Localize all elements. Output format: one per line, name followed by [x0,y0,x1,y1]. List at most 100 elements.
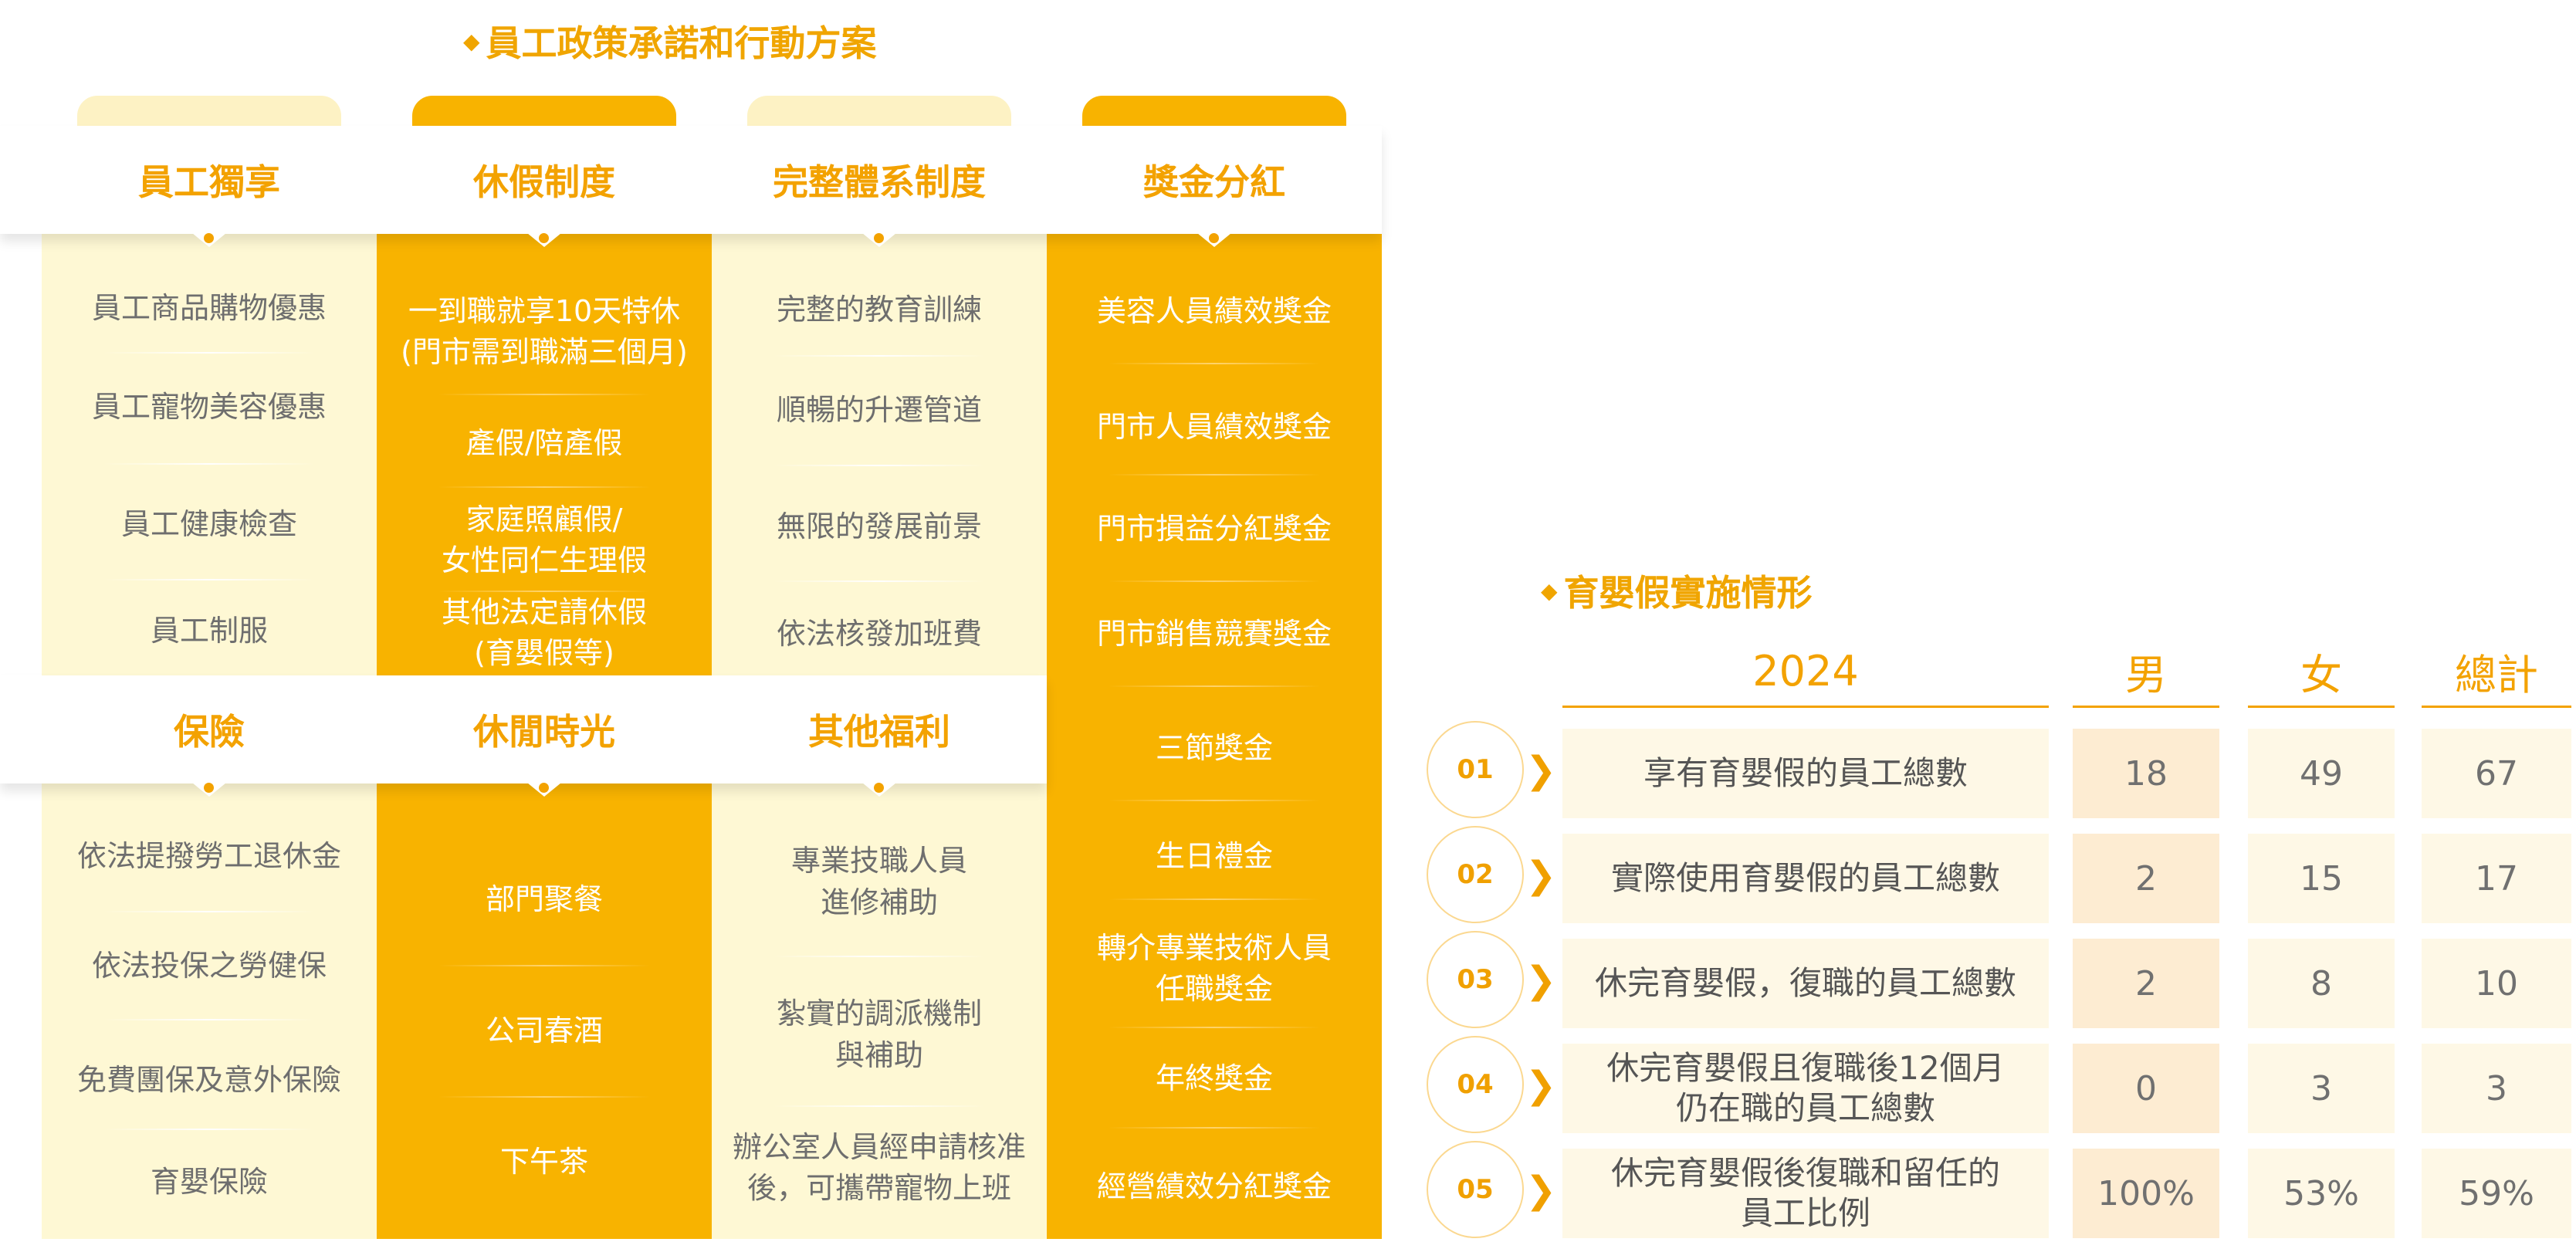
header-year: 2024 [1752,646,1859,695]
dot-marker [874,783,884,793]
row-label: 休完育嬰假後復職和留任的員工比例 [1562,1149,2049,1238]
row-label: 休完育嬰假，復職的員工總數 [1562,939,2049,1028]
row-label: 實際使用育嬰假的員工總數 [1562,834,2049,923]
list-item: 三節獎金 [1155,731,1273,766]
list-item: 產假/陪產假 [465,426,623,461]
list-item: 門市銷售競賽獎金 [1096,617,1332,651]
header-underline [1562,706,2049,708]
list-item: 依法提撥勞工退休金 [76,839,341,874]
cell-male: 18 [2073,729,2219,818]
separator [438,486,650,488]
list-item: 順暢的升遷管道 [776,393,982,428]
dot-marker [1209,233,1219,243]
list-item: 辦公室人員經申請核准後，可攜帶寵物上班 [732,1129,1026,1205]
header-female: 女 [2300,650,2342,699]
list-item: 下午茶 [499,1145,588,1179]
header-male: 男 [2125,650,2167,699]
dot-marker [874,233,884,243]
list-item: 生日禮金 [1155,839,1273,874]
separator [103,1129,315,1130]
separator [1109,800,1320,801]
separator [438,591,650,592]
list-item: 轉介專業技術人員任職獎金 [1096,930,1332,1006]
dot-marker [539,233,549,243]
diamond-bullet-icon: ◆ [463,28,480,54]
dot-marker [204,783,214,793]
separator [773,580,985,582]
separator [103,579,315,580]
heading-other-benefits: 其他福利 [808,711,950,753]
cell-female: 53% [2248,1149,2395,1238]
cell-female: 3 [2248,1044,2395,1133]
separator [1109,1027,1320,1028]
row-label: 休完育嬰假且復職後12個月仍在職的員工總數 [1562,1044,2049,1133]
row-number-badge: 05 [1427,1141,1524,1238]
separator [773,956,985,957]
row-label: 享有育嬰假的員工總數 [1562,729,2049,818]
cell-total: 59% [2422,1149,2571,1238]
separator [1109,580,1320,582]
list-item: 公司春酒 [485,1014,603,1048]
chevron-right-icon: ❯ [1525,1169,1557,1212]
row-number-badge: 02 [1427,826,1524,923]
separator [438,394,650,395]
list-item: 年終獎金 [1155,1061,1273,1096]
list-item: 依法核發加班費 [776,617,982,651]
header-underline [2073,706,2219,708]
list-item: 一到職就享10天特休(門市需到職滿三個月) [401,293,688,369]
cell-female: 49 [2248,729,2395,818]
header-band-bottom [0,675,1047,783]
row-number-badge: 03 [1427,931,1524,1028]
list-item: 員工寵物美容優惠 [91,390,327,425]
heading-bonus: 獎金分紅 [1143,161,1285,203]
column-bg [42,780,377,1239]
separator [1109,474,1320,476]
separator [103,1019,315,1020]
list-item: 部門聚餐 [485,882,603,917]
separator [1109,899,1320,900]
list-item: 員工制服 [150,614,268,648]
heading-insurance: 保險 [174,711,245,753]
separator [1109,1127,1320,1129]
column-bg [712,232,1047,675]
column-bg [377,780,712,1239]
cell-male: 0 [2073,1044,2219,1133]
separator [103,463,315,465]
parental-leave-section-title: ◆ 育嬰假實施情形 [1541,565,1813,616]
cell-female: 15 [2248,834,2395,923]
list-item: 依法投保之勞健保 [91,949,327,983]
cell-female: 8 [2248,939,2395,1028]
cell-male: 2 [2073,939,2219,1028]
list-item: 經營績效分紅獎金 [1096,1169,1332,1204]
header-total: 總計 [2455,650,2538,699]
list-item: 專業技職人員進修補助 [790,844,967,919]
list-item: 家庭照顧假/女性同仁生理假 [441,502,647,577]
separator [103,352,315,354]
heading-leisure: 休閒時光 [473,711,615,753]
heading-complete-system: 完整體系制度 [773,161,986,203]
column-bg-bonus [1047,232,1382,1239]
list-item: 員工商品購物優惠 [91,291,327,326]
header-underline [2248,706,2395,708]
list-item: 免費團保及意外保險 [76,1063,341,1098]
list-item: 員工健康檢查 [120,507,297,542]
chevron-right-icon: ❯ [1525,854,1557,897]
list-item: 美容人員績效獎金 [1096,294,1332,329]
chevron-right-icon: ❯ [1525,1064,1557,1107]
row-number-badge: 04 [1427,1036,1524,1133]
separator [773,355,985,357]
heading-employee-exclusive: 員工獨享 [138,161,280,203]
separator [773,1105,985,1107]
cell-male: 100% [2073,1149,2219,1238]
row-number-badge: 01 [1427,721,1524,818]
cell-total: 10 [2422,939,2571,1028]
chevron-right-icon: ❯ [1525,749,1557,792]
header-underline [2422,706,2571,708]
column-bg [712,780,1047,1239]
cell-total: 67 [2422,729,2571,818]
list-item: 紮實的調派機制與補助 [776,997,982,1072]
list-item: 其他法定請休假(育嬰假等) [441,594,647,670]
parental-leave-title-text: 育嬰假實施情形 [1563,572,1813,614]
diamond-bullet-icon: ◆ [1541,577,1558,604]
column-bg [377,232,712,675]
